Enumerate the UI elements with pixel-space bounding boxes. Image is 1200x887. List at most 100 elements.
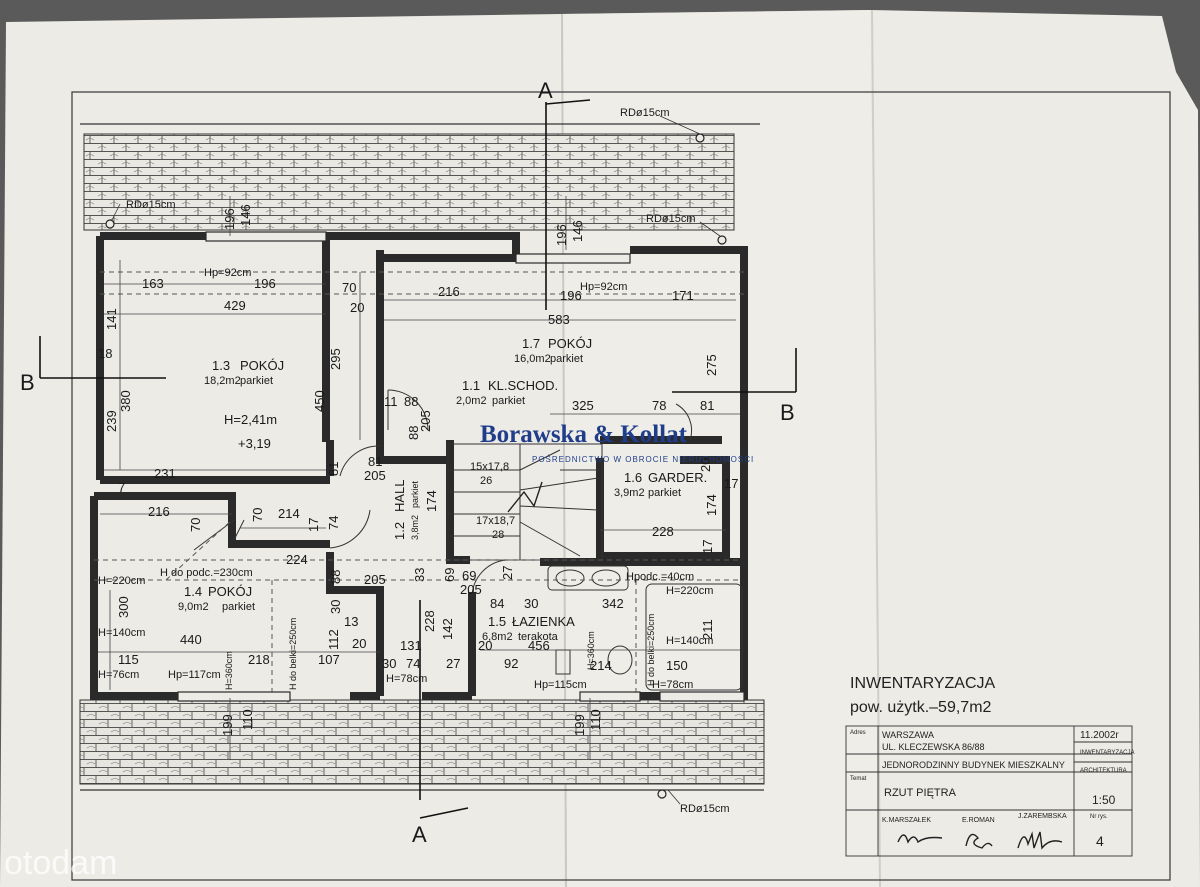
dimension-value: 142 [440, 618, 455, 640]
dimension-value: 92 [504, 656, 518, 671]
section-label-b-left: B [20, 370, 35, 395]
dimension-value: 70 [342, 280, 356, 295]
dimension-value: 33 [412, 568, 427, 582]
dimension-value: 20 [352, 636, 366, 651]
room-floor: terakota [518, 631, 559, 643]
bathroom-fixtures [547, 565, 743, 691]
dimension-value: 30 [328, 600, 343, 614]
dimension-value: 84 [490, 596, 504, 611]
title-block-scale: 1:50 [1092, 793, 1116, 807]
room-floor: parkiet [240, 375, 273, 387]
dimension-value: 17 [724, 476, 738, 491]
portal-watermark: otodam [4, 844, 117, 882]
dimension-value: 20 [698, 458, 713, 472]
beam-height: H do belki=250cm [288, 618, 298, 690]
dimension-value: 216 [148, 504, 170, 519]
title-block-discipline: ARCHITEKTURA [1080, 768, 1127, 774]
title-block-address-label: Adres [850, 730, 866, 736]
title-block-sheet-number: 4 [1096, 833, 1104, 849]
room-floor: parkiet [410, 480, 420, 508]
sloped-ceiling-lines [94, 271, 744, 696]
dimension-lines [98, 196, 740, 760]
room-1-1: 1.1 KL.SCHOD. 2,0m2 parkiet [456, 378, 558, 407]
roof-tiles-top [83, 133, 735, 231]
summary-title: INWENTARYZACJA [850, 675, 996, 692]
room-number: 1.6 [624, 470, 642, 485]
wall-height: H=140cm [666, 635, 713, 647]
dimension-value: 107 [318, 652, 340, 667]
agency-watermark: Borawska & Kollat [480, 421, 688, 448]
dimension-value: 211 [700, 619, 715, 640]
room-floor: parkiet [222, 601, 255, 613]
room-floor: parkiet [492, 395, 525, 407]
dimension-value: 69 [442, 568, 457, 582]
title-block-street: UL. KLECZEWSKA 86/88 [882, 742, 985, 752]
room-number: 1.7 [522, 336, 540, 351]
room-1-5: 1.5 ŁAZIENKA 6,8m2 terakota [482, 614, 575, 643]
wall-height: H=220cm [98, 575, 145, 587]
room-name: ŁAZIENKA [512, 614, 575, 629]
dimension-value: 88 [404, 394, 418, 409]
dimension-value: 7 [118, 480, 125, 495]
room-area: 3,8m2 [410, 515, 420, 540]
dimension-value: 205 [460, 582, 482, 597]
dimension-value: 196 [554, 224, 569, 246]
dimension-value: 440 [180, 632, 202, 647]
walls [90, 232, 748, 700]
section-cut-lines [39, 99, 797, 819]
dimension-value: 88 [406, 426, 421, 440]
dimension-value: 70 [188, 518, 203, 532]
room-floor: parkiet [648, 487, 681, 499]
sill-height: Hp=117cm [168, 669, 221, 681]
room-name: KL.SCHOD. [488, 378, 558, 393]
dimension-value: 78 [652, 398, 666, 413]
title-block [845, 725, 1133, 857]
title-block-subject-label: Temat [850, 776, 867, 782]
dimension-value: 218 [248, 652, 270, 667]
dimension-value: 11 [384, 394, 398, 409]
dimension-value: 300 [116, 596, 131, 618]
windows [177, 231, 745, 702]
dimension-value: 214 [590, 658, 612, 673]
room-name: POKÓJ [548, 336, 592, 351]
downpipe-label: RDø15cm [126, 199, 176, 211]
dimension-value: 18 [98, 346, 112, 361]
room-name: POKÓJ [208, 584, 252, 599]
dimension-value: 174 [424, 490, 439, 512]
agency-watermark-subtitle: POŚREDNICTWO W OBROCIE NIERUCHOMOŚCI [532, 455, 754, 464]
dimension-value: 110 [588, 709, 603, 730]
dimension-value: 74 [406, 656, 420, 671]
dimension-value: 325 [572, 398, 594, 413]
dimension-value: 69 [462, 568, 476, 583]
dimension-value: 214 [278, 506, 300, 521]
downpipe-label: RDø15cm [680, 803, 730, 815]
room-number: 1.5 [488, 614, 506, 629]
room-1-7: 1.7 POKÓJ 16,0m2 parkiet [514, 336, 592, 365]
title-block-date: 11.2002r [1080, 730, 1119, 741]
staircase [447, 443, 603, 561]
drawing-frame [71, 91, 1171, 881]
room-name: POKÓJ [240, 358, 284, 373]
dimension-value: 456 [528, 638, 550, 653]
ceiling-height: H do podc.=230cm [160, 567, 253, 579]
sill-height: Hp=92cm [204, 267, 251, 279]
dimension-value: 583 [548, 312, 570, 327]
dimension-value: 146 [238, 204, 253, 226]
room-area: 16,0m2 [514, 353, 551, 365]
dimension-values: 163 196 429 70 20 216 196 583 171 141 18… [98, 204, 738, 736]
dimension-value: 196 [560, 288, 582, 303]
title-block-person: E.ROMAN [962, 817, 995, 824]
downpipe-markers [105, 133, 727, 799]
room-area: 9,0m2 [178, 601, 209, 613]
wall-height: H=78cm [386, 673, 427, 685]
section-label-a-bottom: A [412, 822, 427, 847]
dimension-value: 141 [104, 308, 119, 330]
dimension-value: 429 [224, 298, 246, 313]
dimension-value: 199 [572, 714, 587, 736]
summary-area: pow. użytk.–59,7m2 [850, 699, 992, 716]
sill-height: Hp=115cm [534, 679, 587, 691]
room-1-3: 1.3 POKÓJ 18,2m2 parkiet [204, 358, 284, 387]
dimension-value: 342 [602, 596, 624, 611]
dimension-value: 70 [250, 508, 265, 522]
